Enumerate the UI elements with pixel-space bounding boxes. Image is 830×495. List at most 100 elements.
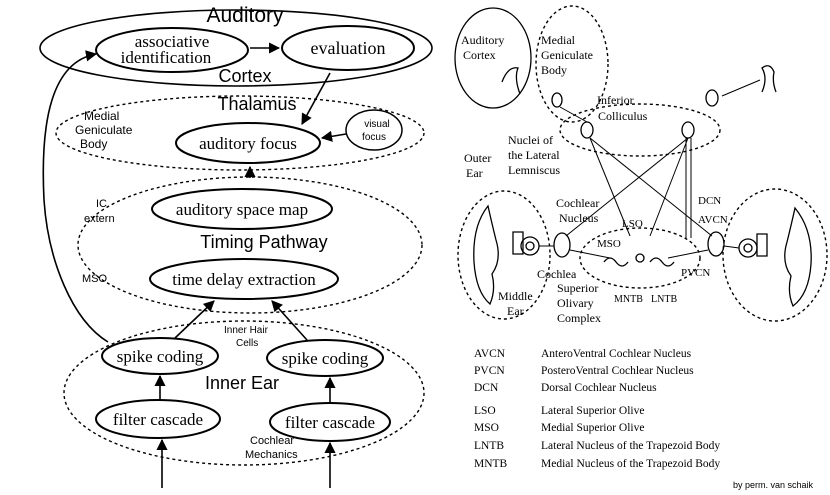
legend-desc: Medial Nucleus of the Trapezoid Body: [541, 458, 720, 470]
right-ear-circle: [722, 188, 828, 322]
visual-to-auditory-focus-arrow: [320, 130, 347, 142]
legend-desc: PosteroVentral Cochlear Nucleus: [541, 365, 694, 377]
anat-auditory-cortex-label-2: Cortex: [463, 48, 496, 62]
anatomical-pathway: Auditory Cortex Medial Geniculate Body I…: [454, 5, 828, 325]
anat-lso-label: LSO: [622, 218, 643, 230]
anat-nll-label-2: the Lateral: [508, 148, 560, 162]
ic-to-top-right-line: [721, 79, 761, 97]
auditory-focus-node: [175, 122, 321, 164]
thalamus-title: Thalamus: [217, 94, 296, 114]
anat-soc-label-3: Complex: [557, 311, 601, 325]
legend-abbr: PVCN: [474, 365, 505, 377]
left-cochlea-spiral: [520, 236, 540, 256]
anat-nll-label-3: Lemniscus: [508, 163, 560, 177]
anat-avcn-label: AVCN: [698, 214, 728, 226]
anat-middle-ear-label-1: Middle: [498, 289, 533, 303]
anat-cochlear-nucleus-label-2: Nucleus: [559, 211, 599, 225]
anat-cochlea-label: Cochlea: [537, 267, 577, 281]
mgb-label-1: Medial: [84, 109, 119, 123]
path-cn-left-to-soc: [569, 249, 611, 259]
spike-left-to-delay-arrow: [174, 300, 215, 339]
ic-to-mgb-line: [559, 106, 588, 123]
legend-desc: Lateral Nucleus of the Trapezoid Body: [541, 440, 720, 452]
mgb-label-2: Geniculate: [75, 123, 133, 137]
soc-right-nuclei: [649, 257, 675, 267]
ic-top-right-neuron: [705, 89, 719, 107]
anat-mgb-label-2: Geniculate: [541, 48, 593, 62]
anat-outer-ear-label-2: Ear: [466, 166, 483, 180]
cortex-neuron-shape: [501, 67, 521, 95]
associative-identification-label-2: identification: [121, 48, 212, 67]
feedback-to-cortex-arrow: [42, 50, 109, 343]
filter-cascade-left-node: [95, 399, 221, 439]
auditory-space-map-label: auditory space map: [176, 200, 308, 219]
anat-nll-label-1: Nuclei of: [508, 133, 553, 147]
anat-ic-label-2: Colliculus: [598, 109, 648, 123]
right-cochlear-nucleus-shape: [707, 231, 725, 257]
right-middle-ear-shape: [756, 233, 768, 257]
soc-left-nuclei: [603, 257, 629, 267]
anat-soc-label-1: Superior: [557, 281, 598, 295]
ic-extern-label-1: IC: [96, 198, 107, 210]
legend-desc: Lateral Superior Olive: [541, 405, 644, 417]
associative-identification-label-1: associative: [135, 32, 210, 51]
mgb-circle: [535, 5, 609, 123]
right-cochlea-spiral-inner: [743, 243, 753, 253]
timing-pathway-title: Timing Pathway: [200, 232, 327, 252]
visual-focus-node: [345, 109, 403, 151]
anat-auditory-cortex-label-1: Auditory: [461, 33, 504, 47]
anat-soc-label-2: Olivary: [557, 296, 594, 310]
auditory-cortex-circle: [454, 7, 532, 109]
soc-region: [579, 227, 701, 289]
anat-middle-ear-label-2: Ear: [507, 304, 524, 318]
inner-hair-cells-label-2: Cells: [236, 338, 258, 349]
anat-dcn-label: DCN: [698, 195, 721, 207]
path-soc-to-ic-right: [649, 137, 689, 237]
anat-outer-ear-label-1: Outer: [464, 151, 491, 165]
thalamus-region: [55, 95, 425, 171]
path-cn-right-to-ic-left: [589, 137, 713, 237]
ic-right-neuron: [681, 121, 695, 139]
legend-desc: Dorsal Cochlear Nucleus: [541, 382, 657, 394]
inner-hair-cells-label-1: Inner Hair: [224, 325, 269, 336]
path-cn-right-to-soc: [667, 249, 709, 259]
visual-focus-label-1: visual: [364, 119, 390, 130]
mgb-neuron-shape: [551, 92, 563, 108]
evaluation-node: [281, 25, 415, 71]
inner-ear-region: [63, 320, 425, 466]
credit-text: by perm. van schaik: [733, 480, 814, 490]
timing-pathway-region: [77, 176, 423, 314]
legend-desc: Medial Superior Olive: [541, 422, 644, 434]
path-soc-to-ic-left: [589, 137, 631, 237]
auditory-cortex-subtitle: Cortex: [218, 66, 271, 86]
functional-model: Auditory Cortex associative identificati…: [39, 4, 433, 488]
left-middle-ear-shape: [512, 231, 524, 255]
left-cochlea-spiral-inner: [525, 241, 535, 251]
anat-lntb-label: LNTB: [651, 294, 677, 305]
mso-label: MSO: [82, 273, 108, 285]
evaluation-to-focus-arrow: [301, 72, 331, 125]
path-cn-left-to-ic-right: [565, 137, 689, 237]
right-cochlea-spiral: [738, 238, 758, 258]
anat-ic-label-1: Inferior: [597, 93, 634, 107]
anat-pvcn-label: PVCN: [681, 267, 710, 279]
cochlear-mechanics-label-1: Cochlear: [250, 435, 294, 447]
spike-coding-left-node: [101, 337, 219, 375]
cochlear-mechanics-label-2: Mechanics: [245, 449, 298, 461]
legend-abbr: LNTB: [474, 440, 504, 452]
mgb-label-3: Body: [80, 137, 107, 151]
legend-abbr: AVCN: [474, 348, 506, 360]
spike-coding-right-label: spike coding: [282, 349, 369, 368]
time-delay-extraction-label: time delay extraction: [172, 270, 316, 289]
auditory-space-map-node: [151, 188, 333, 230]
inferior-colliculus-region: [559, 103, 721, 157]
inner-ear-title: Inner Ear: [205, 373, 279, 393]
anat-mgb-label-1: Medial: [541, 33, 576, 47]
anat-cochlear-nucleus-label-1: Cochlear: [556, 196, 599, 210]
anat-mntb-label: MNTB: [614, 294, 643, 305]
visual-focus-label-2: focus: [362, 132, 386, 143]
associative-identification-node: [95, 27, 249, 73]
legend-abbr: MSO: [474, 422, 499, 434]
right-outer-ear-shape: [784, 206, 812, 308]
